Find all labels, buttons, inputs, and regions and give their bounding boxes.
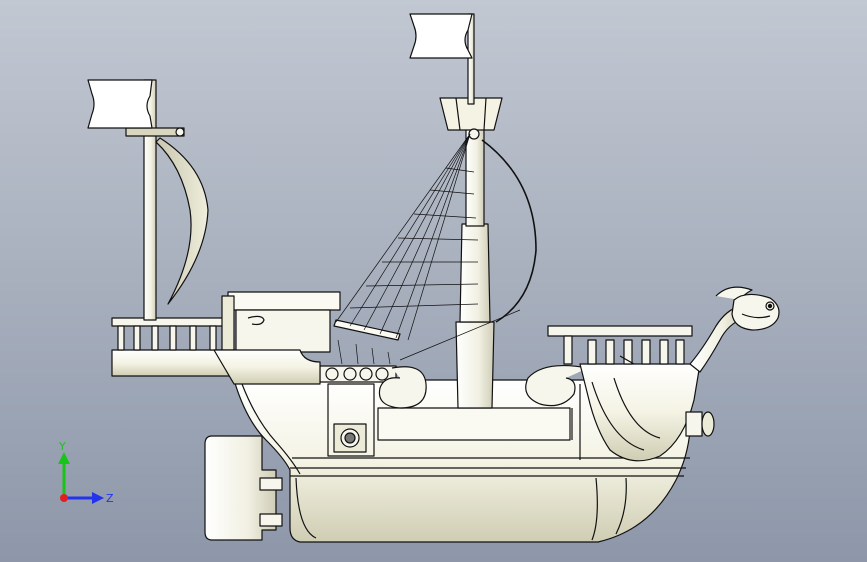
rudder[interactable] [204, 435, 283, 541]
stern-cabin[interactable] [111, 291, 341, 385]
rigging [335, 133, 521, 365]
coordinate-triad: Y Z [58, 440, 114, 505]
deck-ornaments [378, 364, 589, 409]
stern-mast[interactable] [87, 79, 209, 321]
main-sail-edge [481, 139, 537, 323]
hull[interactable] [233, 365, 691, 543]
bow[interactable] [579, 363, 715, 462]
z-axis-arrow-icon [92, 492, 104, 504]
y-axis-label: Y [58, 440, 66, 453]
y-axis-arrow-icon [58, 452, 70, 464]
x-axis-origin-icon [60, 494, 68, 502]
bow-railing [547, 325, 693, 365]
main-mast[interactable] [409, 13, 503, 409]
z-axis-label: Z [106, 492, 114, 505]
figurehead[interactable] [689, 286, 780, 373]
boom[interactable] [333, 319, 401, 341]
